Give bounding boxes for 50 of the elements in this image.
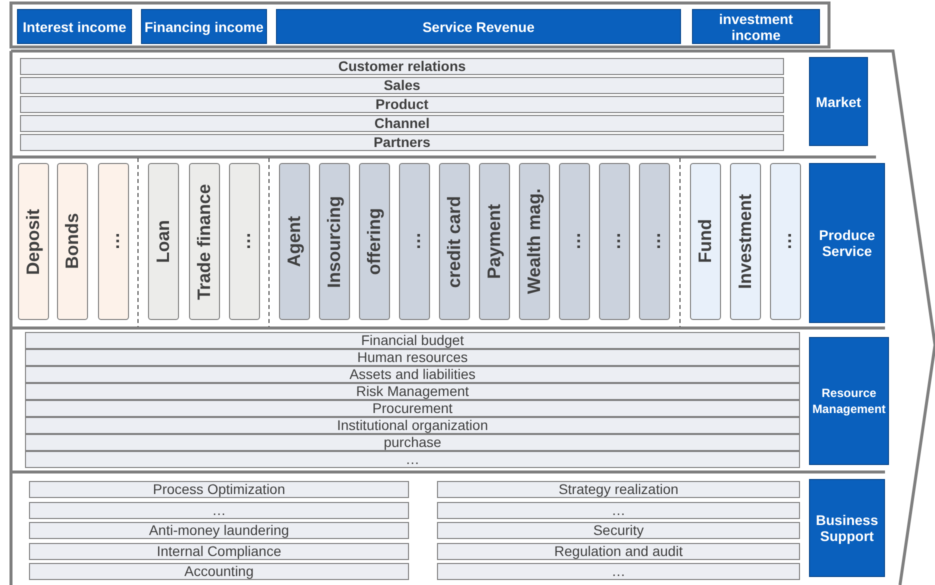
function-bar: Institutional organization: [25, 417, 800, 434]
product-column: Bonds: [57, 163, 88, 320]
product-column: Deposit: [18, 163, 49, 320]
product-column: …: [639, 163, 670, 320]
product-column: Wealth mag.: [519, 163, 550, 320]
function-bar: …: [29, 502, 409, 518]
product-column: Insourcing: [319, 163, 350, 320]
function-bar: …: [25, 451, 800, 468]
function-bar: …: [437, 563, 800, 580]
function-bar: Channel: [20, 115, 784, 132]
function-bar: Internal Compliance: [29, 542, 409, 560]
function-bar: Product: [20, 96, 784, 113]
product-column: Payment: [479, 163, 510, 320]
product-column: Loan: [148, 163, 179, 320]
section-box: Produce Service: [809, 163, 885, 323]
function-bar: …: [437, 502, 800, 518]
function-bar: Procurement: [25, 400, 800, 417]
product-column: Fund: [690, 163, 721, 320]
product-column: offering: [359, 163, 390, 320]
revenue-box: Interest income: [17, 9, 132, 44]
function-bar: Risk Management: [25, 383, 800, 400]
revenue-box: investment income: [692, 9, 820, 44]
product-column: …: [229, 163, 260, 320]
function-bar: Customer relations: [20, 58, 784, 75]
function-bar: Partners: [20, 134, 784, 151]
function-bar: Regulation and audit: [437, 542, 800, 560]
function-bar: Process Optimization: [29, 481, 409, 498]
product-column: Agent: [279, 163, 310, 320]
function-bar: Financial budget: [25, 332, 800, 349]
section-box: Resource Management: [809, 337, 889, 465]
function-bar: Human resources: [25, 349, 800, 366]
product-column: …: [770, 163, 801, 320]
function-bar: Security: [437, 522, 800, 539]
product-column: Investment: [730, 163, 761, 320]
product-column: …: [559, 163, 590, 320]
section-box: Market: [809, 57, 868, 146]
product-column: credit card: [439, 163, 470, 320]
product-column: …: [599, 163, 630, 320]
function-bar: Sales: [20, 77, 784, 94]
function-bar: purchase: [25, 434, 800, 451]
product-column: …: [98, 163, 129, 320]
section-box: Business Support: [809, 479, 885, 577]
revenue-box: Service Revenue: [276, 9, 681, 44]
function-bar: Strategy realization: [437, 481, 800, 498]
product-column: Trade finance: [189, 163, 220, 320]
function-bar: Anti-money laundering: [29, 522, 409, 539]
product-column: …: [399, 163, 430, 320]
revenue-box: Financing income: [141, 9, 267, 44]
function-bar: Assets and liabilities: [25, 366, 800, 383]
function-bar: Accounting: [29, 563, 409, 580]
